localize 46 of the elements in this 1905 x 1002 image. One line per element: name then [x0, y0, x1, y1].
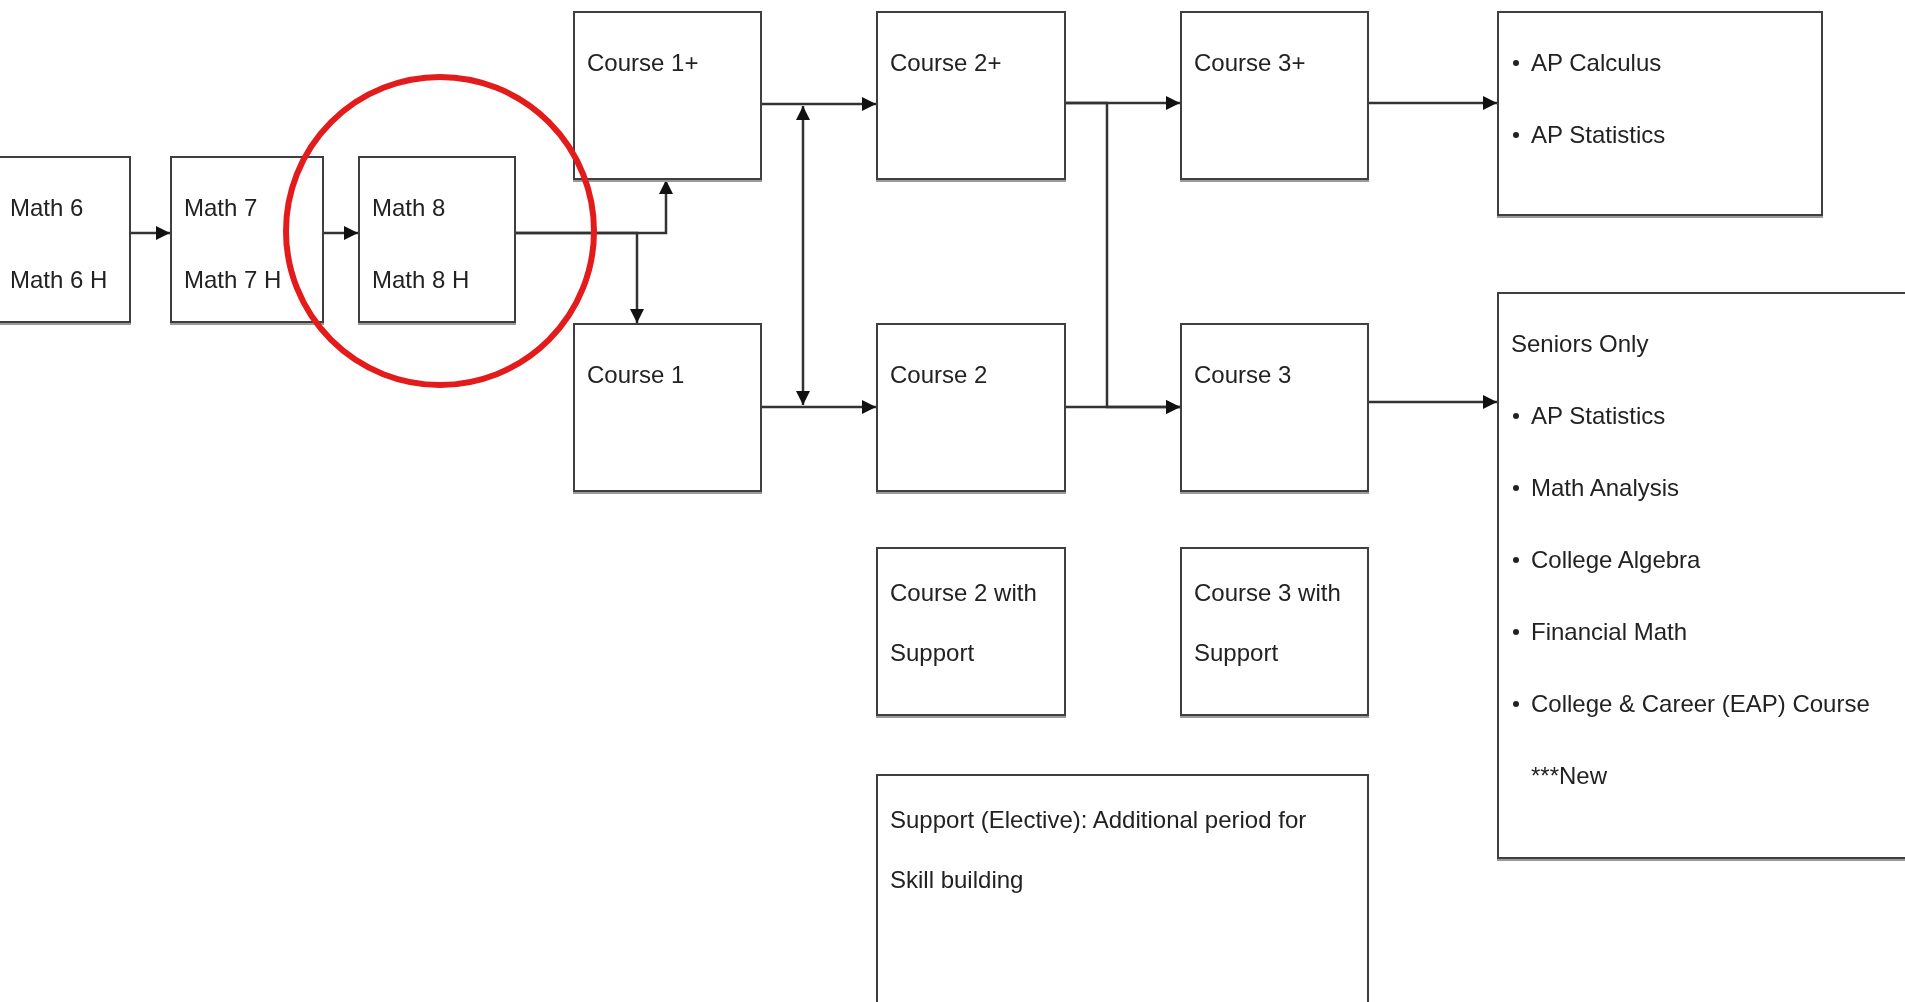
course-name: Math 6	[10, 193, 84, 223]
course-name: Course 2+	[890, 48, 1002, 78]
course-name: AP Calculus	[1531, 48, 1662, 78]
course-name: Math 8	[372, 193, 446, 223]
arrow	[131, 226, 170, 240]
course-name: AP Statistics	[1531, 401, 1666, 431]
course-name: Course 2 with Support	[890, 578, 1038, 668]
course-box	[1180, 547, 1369, 716]
course-name: AP Statistics	[1531, 120, 1666, 150]
arrow	[324, 226, 358, 240]
arrow	[1369, 395, 1497, 409]
course-name: Seniors Only	[1511, 329, 1649, 359]
arrow	[762, 97, 876, 111]
course-box	[1497, 11, 1823, 216]
course-name: ***New	[1531, 761, 1608, 791]
arrow	[1066, 400, 1180, 414]
course-name: Course 3	[1194, 360, 1292, 390]
course-name: Course 1+	[587, 48, 699, 78]
course-name: Financial Math	[1531, 617, 1688, 647]
course-box	[1497, 292, 1905, 859]
course-box	[1180, 11, 1369, 180]
course-name: Course 1	[587, 360, 685, 390]
course-box	[170, 156, 324, 323]
course-name: College & Career (EAP) Course	[1531, 689, 1870, 719]
course-name: Course 3+	[1194, 48, 1306, 78]
arrow	[762, 400, 876, 414]
course-name: Course 2	[890, 360, 988, 390]
course-name: Math Analysis	[1531, 473, 1680, 503]
course-box	[358, 156, 516, 323]
course-name: Math 6 H	[10, 265, 108, 295]
course-name: College Algebra	[1531, 545, 1701, 575]
course-box	[1180, 323, 1369, 492]
course-name: Course 3 with Support	[1194, 578, 1342, 668]
arrow	[516, 231, 644, 323]
course-box	[876, 547, 1066, 716]
course-box	[573, 323, 762, 492]
course-name: Math 7 H	[184, 265, 282, 295]
course-box	[0, 156, 131, 323]
course-box	[876, 323, 1066, 492]
course-box	[573, 11, 762, 180]
course-name: Math 8 H	[372, 265, 470, 295]
course-box	[876, 11, 1066, 180]
course-box	[876, 774, 1369, 1002]
course-name: Math 7	[184, 193, 258, 223]
course-name: Support (Elective): Additional period for Skill building	[890, 805, 1308, 895]
arrow	[1369, 96, 1497, 110]
